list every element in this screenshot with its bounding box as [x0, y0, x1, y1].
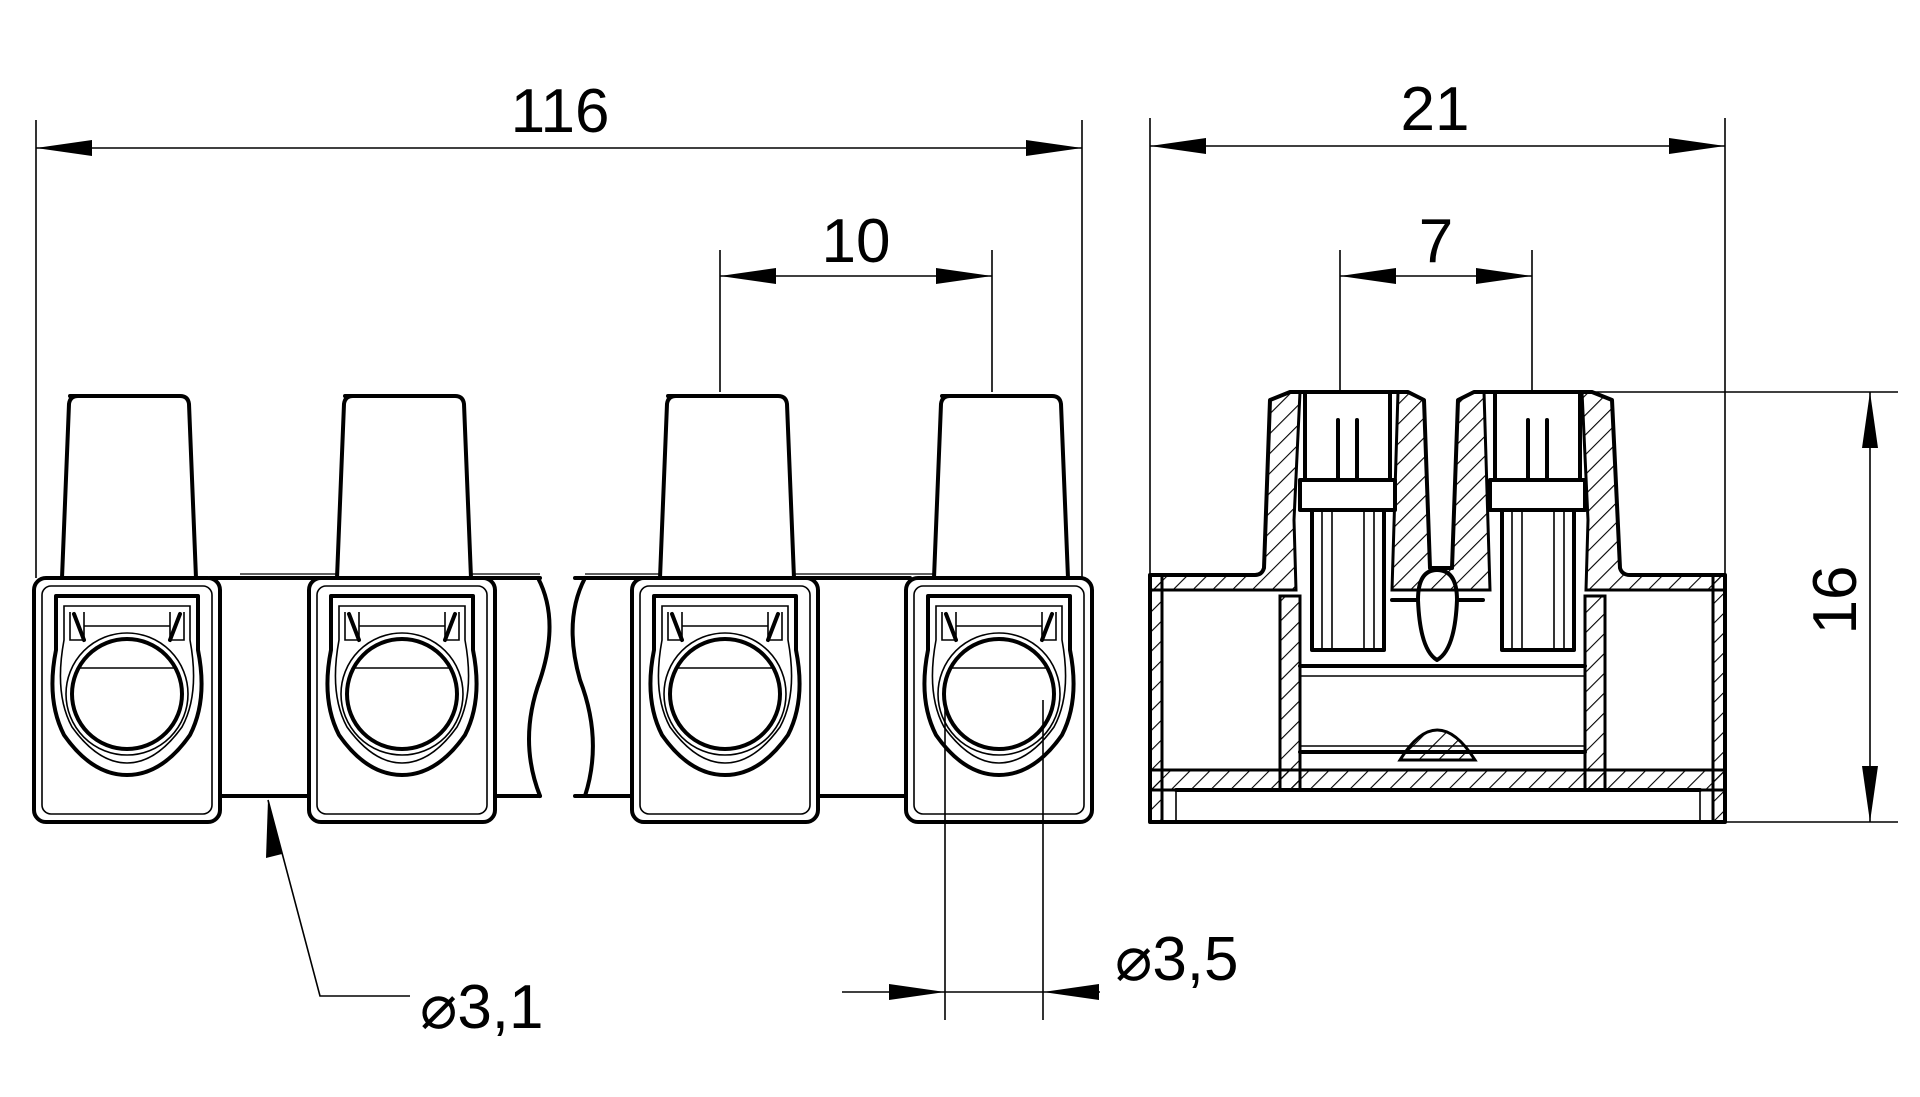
hatch-center-wall	[1390, 390, 1492, 592]
terminal-1	[32, 394, 222, 824]
dim-clamp-hole-label: ⌀3,5	[1115, 925, 1239, 994]
terminal-4	[904, 394, 1094, 824]
break-line-right	[570, 576, 595, 798]
clamp-loop	[1390, 598, 1485, 662]
terminal-3	[630, 394, 820, 824]
screw-left	[1298, 390, 1397, 652]
hatch-left-wall	[1148, 390, 1302, 592]
dim-mounting-hole: ⌀3,1	[266, 799, 544, 1042]
dim-overall-length: 116	[35, 77, 1083, 578]
dim-screw-spacing: 7	[1339, 207, 1533, 392]
front-view	[32, 394, 1094, 824]
dimensions: 116 10 21 7	[35, 75, 1898, 1042]
section-view	[1148, 390, 1727, 824]
dim-clamp-hole: ⌀3,5	[842, 700, 1239, 1020]
dim-screw-spacing-label: 7	[1419, 207, 1453, 276]
break-line-left	[527, 576, 552, 798]
dim-mounting-hole-label: ⌀3,1	[420, 973, 544, 1042]
hatch-base	[1148, 768, 1727, 792]
dim-pitch: 10	[719, 207, 993, 392]
dim-overall-length-label: 116	[511, 77, 610, 146]
dim-height-label: 16	[1801, 566, 1870, 635]
dim-pitch-label: 10	[822, 207, 891, 276]
dim-overall-width: 21	[1149, 75, 1726, 575]
dim-height: 16	[1592, 391, 1898, 823]
terminal-2	[307, 394, 497, 824]
dim-overall-width-label: 21	[1401, 75, 1470, 144]
hatch-right-wall	[1580, 390, 1727, 592]
screw-right	[1488, 390, 1587, 652]
